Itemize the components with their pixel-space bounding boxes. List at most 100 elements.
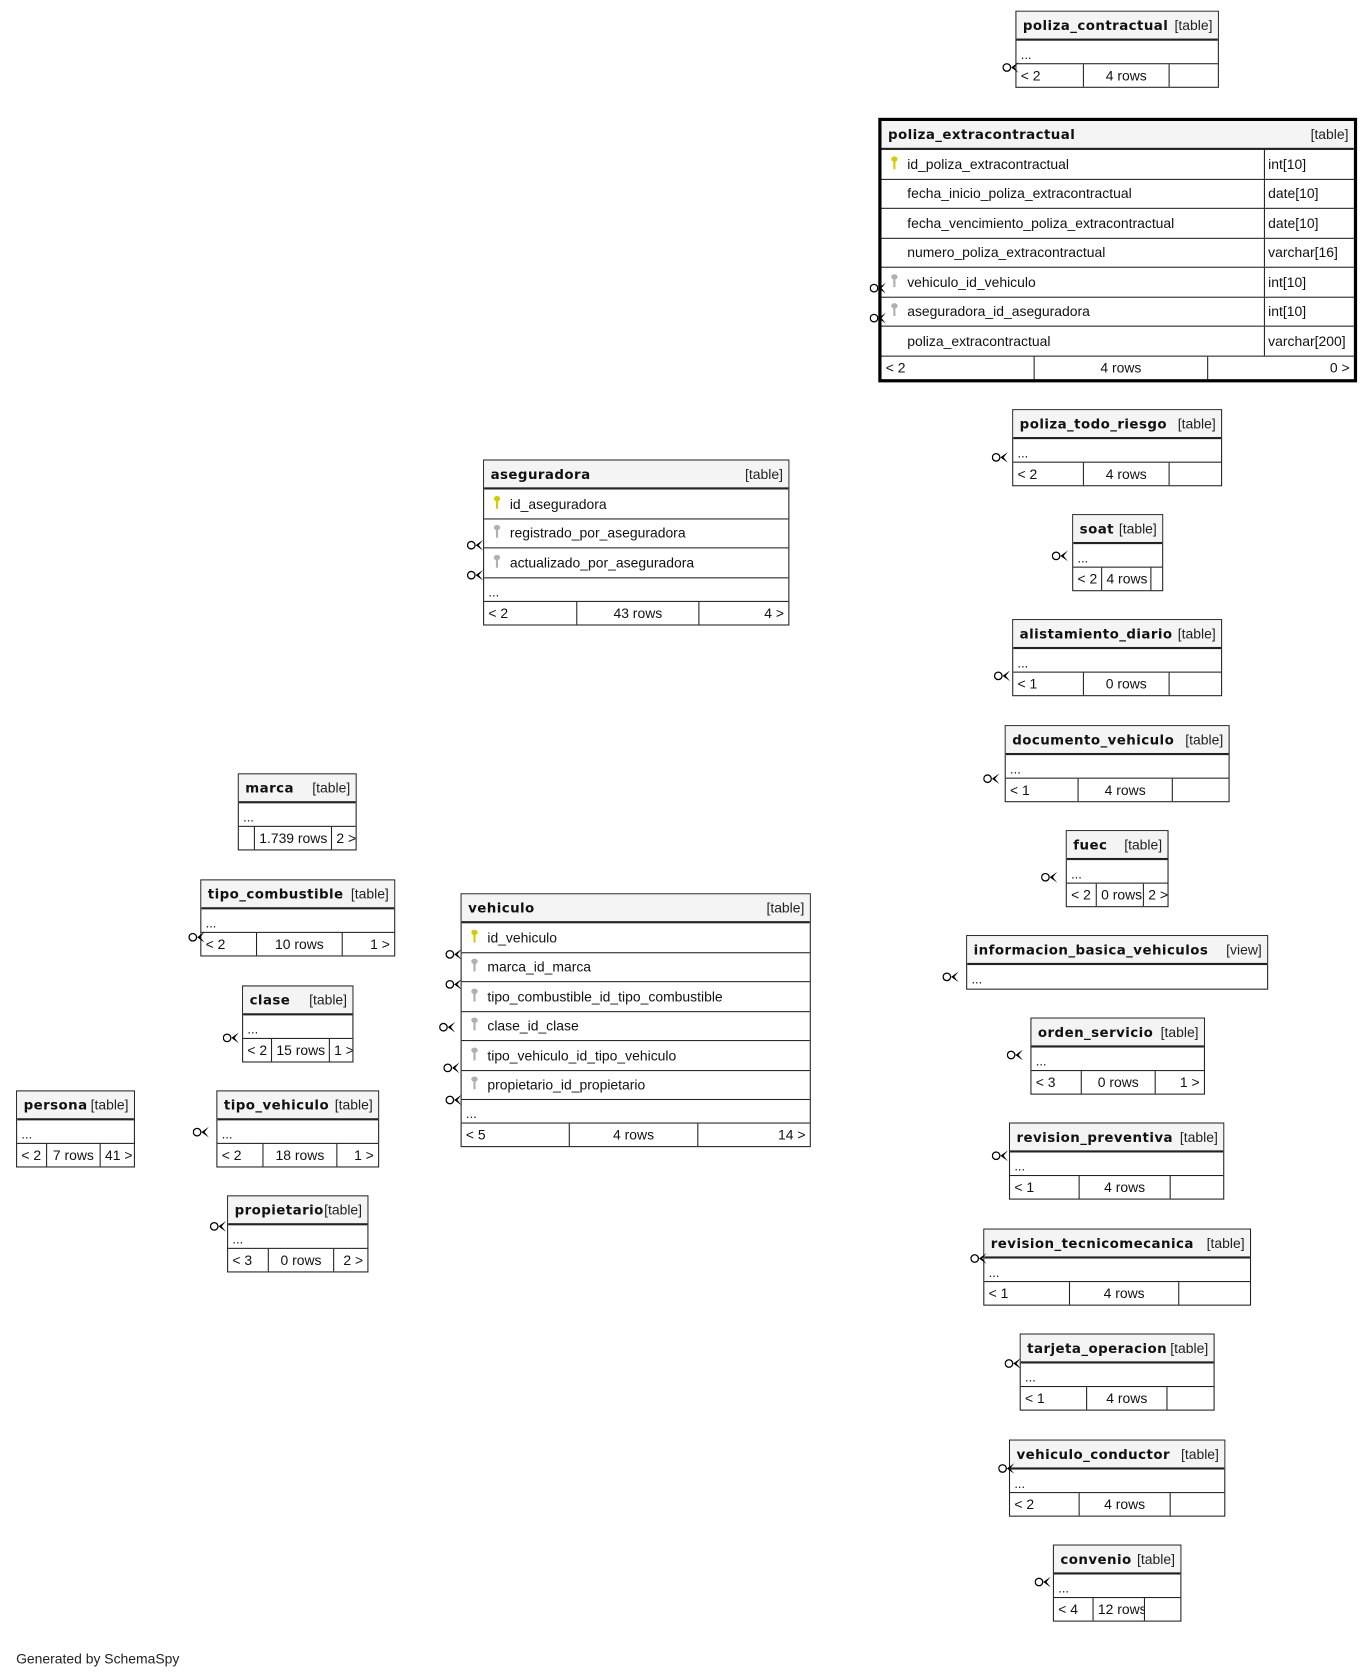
more-columns[interactable]: ... xyxy=(228,1225,368,1249)
parents-link[interactable]: < 5 xyxy=(465,1126,486,1143)
table-name[interactable]: poliza_extracontractual xyxy=(887,126,1076,143)
table-name[interactable]: marca xyxy=(245,779,295,796)
table-name[interactable]: alistamiento_diario xyxy=(1019,625,1173,642)
table-header[interactable]: aseguradora[table] xyxy=(484,460,789,490)
children-link[interactable]: 1 > xyxy=(341,932,394,956)
table-name[interactable]: fuec xyxy=(1073,836,1108,853)
table-header[interactable]: fuec[table] xyxy=(1066,831,1168,861)
children-link[interactable]: 2 > xyxy=(330,826,356,850)
more-columns[interactable]: ... xyxy=(1066,860,1168,884)
more-columns[interactable]: ... xyxy=(1053,1575,1181,1599)
more-columns[interactable]: ... xyxy=(1020,1364,1214,1388)
table-header[interactable]: documento_vehiculo[table] xyxy=(1005,726,1229,756)
parents-link[interactable]: < 2 xyxy=(205,936,226,953)
column-name[interactable]: registrado_por_aseguradora xyxy=(509,525,686,542)
table-name[interactable]: propietario xyxy=(234,1201,324,1218)
column-row[interactable]: id_vehiculo xyxy=(461,923,810,953)
children-link[interactable]: 1 > xyxy=(1154,1071,1204,1094)
parents-link[interactable]: < 2 xyxy=(247,1042,268,1059)
table-name[interactable]: revision_tecnicomecanica xyxy=(990,1234,1194,1252)
table-header[interactable]: poliza_todo_riesgo[table] xyxy=(1013,410,1222,440)
table-header[interactable]: marca[table] xyxy=(238,774,356,804)
table-header[interactable]: clase[table] xyxy=(243,986,353,1016)
column-row[interactable]: tipo_vehiculo_id_tipo_vehiculo xyxy=(461,1041,810,1071)
children-link[interactable] xyxy=(1166,1387,1213,1410)
children-link[interactable]: 2 > xyxy=(333,1248,367,1272)
children-link[interactable]: 14 > xyxy=(697,1123,809,1147)
more-columns[interactable]: ... xyxy=(484,578,789,602)
parents-link[interactable]: < 2 xyxy=(1071,886,1091,903)
parents-link[interactable] xyxy=(239,827,254,849)
table-name[interactable]: clase xyxy=(249,991,291,1008)
column-row[interactable]: marca_id_marca xyxy=(461,953,810,983)
table-header[interactable]: poliza_contractual[table] xyxy=(1016,11,1218,41)
column-name[interactable]: tipo_combustible_id_tipo_combustible xyxy=(487,988,723,1005)
more-columns[interactable]: ... xyxy=(238,803,356,827)
parents-link[interactable]: < 3 xyxy=(232,1252,253,1269)
parents-link[interactable]: < 2 xyxy=(885,359,906,376)
more-columns[interactable]: ... xyxy=(1073,544,1163,568)
more-columns[interactable]: ... xyxy=(1013,439,1222,463)
parents-link[interactable]: < 2 xyxy=(21,1147,42,1164)
table-header[interactable]: persona[table] xyxy=(17,1091,134,1121)
table-name[interactable]: tipo_vehiculo xyxy=(223,1096,330,1113)
table-informacion-basica-vehiculos[interactable]: informacion_basica_vehiculos[view]... xyxy=(966,935,1269,990)
more-columns[interactable]: ... xyxy=(1031,1048,1204,1072)
column-name[interactable]: id_vehiculo xyxy=(487,929,558,946)
parents-link[interactable]: < 4 xyxy=(1058,1601,1078,1618)
more-columns[interactable]: ... xyxy=(17,1120,134,1144)
children-link[interactable]: 0 > xyxy=(1207,356,1354,379)
more-columns[interactable]: ... xyxy=(1016,41,1218,65)
children-link[interactable] xyxy=(1168,64,1218,87)
table-header[interactable]: informacion_basica_vehiculos[view] xyxy=(967,936,1268,966)
more-columns[interactable]: ... xyxy=(201,909,395,933)
more-columns[interactable]: ... xyxy=(971,971,983,987)
parents-link[interactable]: < 1 xyxy=(988,1285,1009,1302)
children-link[interactable] xyxy=(1171,778,1229,802)
parents-link[interactable]: < 1 xyxy=(1010,781,1030,798)
column-name[interactable]: marca_id_marca xyxy=(487,958,592,975)
column-name[interactable]: clase_id_clase xyxy=(487,1017,579,1034)
more-columns[interactable]: ... xyxy=(1010,1153,1224,1177)
column-row[interactable]: propietario_id_propietario xyxy=(461,1071,810,1101)
table-name[interactable]: revision_preventiva xyxy=(1016,1128,1173,1146)
more-columns[interactable]: ... xyxy=(217,1120,379,1144)
table-name[interactable]: informacion_basica_vehiculos xyxy=(973,941,1209,958)
column-name[interactable]: aseguradora_id_aseguradora xyxy=(907,303,1090,320)
column-row[interactable]: fecha_vencimiento_poliza_extracontractua… xyxy=(881,208,1354,239)
table-header[interactable]: tipo_combustible[table] xyxy=(201,880,395,910)
more-columns[interactable]: ... xyxy=(1010,1470,1225,1494)
parents-link[interactable]: < 2 xyxy=(1020,67,1041,84)
children-link[interactable] xyxy=(1168,672,1221,696)
children-link[interactable] xyxy=(1168,462,1221,486)
column-name[interactable]: poliza_extracontractual xyxy=(907,332,1051,349)
table-name[interactable]: documento_vehiculo xyxy=(1012,731,1175,748)
table-name[interactable]: vehiculo xyxy=(468,899,535,916)
table-name[interactable]: vehiculo_conductor xyxy=(1016,1445,1170,1463)
table-header[interactable]: poliza_extracontractual[table] xyxy=(881,121,1354,150)
table-header[interactable]: revision_tecnicomecanica[table] xyxy=(984,1229,1250,1259)
parents-link[interactable]: < 2 xyxy=(1017,465,1038,482)
table-header[interactable]: soat[table] xyxy=(1073,515,1163,545)
table-header[interactable]: vehiculo_conductor[table] xyxy=(1010,1440,1225,1470)
children-link[interactable] xyxy=(1169,1176,1224,1199)
more-columns[interactable]: ... xyxy=(243,1015,353,1039)
table-name[interactable]: tarjeta_operacion xyxy=(1027,1339,1168,1357)
